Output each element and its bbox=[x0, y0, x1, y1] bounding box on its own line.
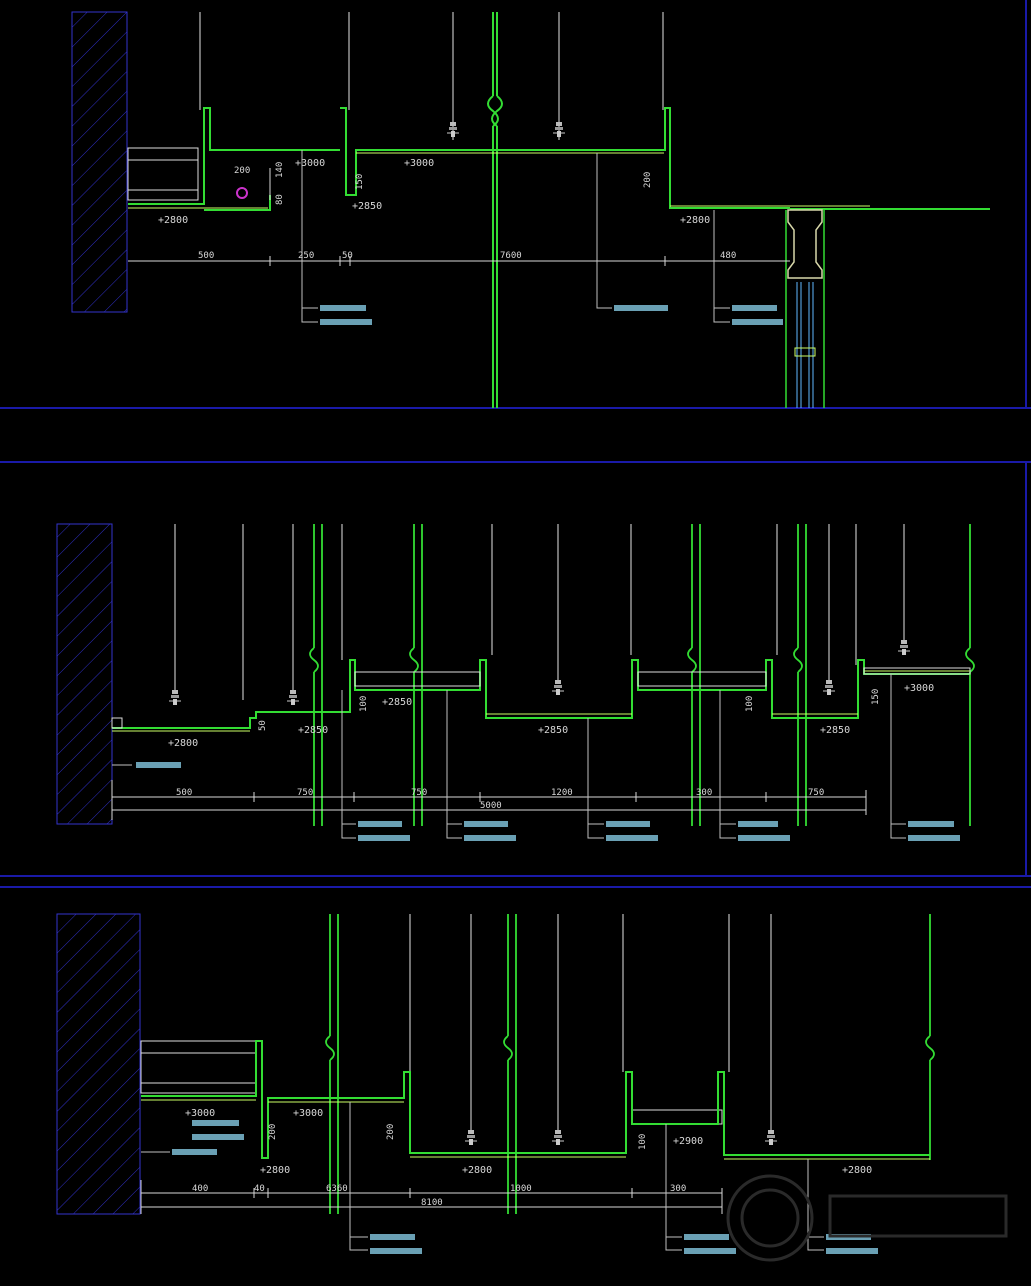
level-label: +2800 bbox=[462, 1165, 492, 1176]
level-label: +3000 bbox=[295, 158, 325, 169]
dim-text: 1200 bbox=[551, 788, 573, 798]
dim-text: 480 bbox=[720, 251, 736, 261]
dim-text: 7600 bbox=[500, 251, 522, 261]
dim-text: 250 bbox=[298, 251, 314, 261]
level-label: +3000 bbox=[293, 1108, 323, 1119]
tag-bars bbox=[320, 305, 783, 325]
level-label: +3000 bbox=[185, 1108, 215, 1119]
wall-hatch bbox=[71, 11, 128, 313]
dim-text: 1000 bbox=[510, 1184, 532, 1194]
level-label: +2800 bbox=[260, 1165, 290, 1176]
level-label: +2900 bbox=[673, 1136, 703, 1147]
dim-text: 750 bbox=[297, 788, 313, 798]
dim-total: 5000 bbox=[480, 801, 502, 811]
small-dim: 50 bbox=[258, 720, 268, 731]
small-dim: 200 bbox=[643, 172, 653, 188]
dim-total: 8100 bbox=[421, 1198, 443, 1208]
level-label: +2850 bbox=[352, 201, 382, 212]
dim-text: 400 bbox=[192, 1184, 208, 1194]
level-label: +2800 bbox=[842, 1165, 872, 1176]
dim-text: 750 bbox=[808, 788, 824, 798]
level-label: +2850 bbox=[298, 725, 328, 736]
level-label: +3000 bbox=[404, 158, 434, 169]
dim-text: 500 bbox=[176, 788, 192, 798]
level-label: +2850 bbox=[538, 725, 568, 736]
tag-bars bbox=[136, 762, 960, 841]
small-dim: 140 bbox=[275, 162, 285, 178]
level-label: +2850 bbox=[382, 697, 412, 708]
level-label: +3000 bbox=[904, 683, 934, 694]
section-1: 500 250 50 7600 480 +2800 +3000 +3000 +2… bbox=[71, 11, 990, 408]
watermark-logo-icon bbox=[726, 1174, 1008, 1262]
level-label: +2850 bbox=[820, 725, 850, 736]
small-dim: 150 bbox=[355, 174, 365, 190]
level-label: +2800 bbox=[158, 215, 188, 226]
small-dim: 80 bbox=[275, 194, 285, 205]
dim-text: 750 bbox=[411, 788, 427, 798]
small-dim: 150 bbox=[871, 689, 881, 705]
dim-text: 500 bbox=[198, 251, 214, 261]
dim-text: 6360 bbox=[326, 1184, 348, 1194]
light-fixture-icon bbox=[236, 187, 248, 199]
dim-text: 40 bbox=[254, 1184, 265, 1194]
small-dim: 200 bbox=[386, 1124, 396, 1140]
section-3: 400 40 6360 1000 300 8100 +3000 +3000 +2… bbox=[56, 913, 1008, 1262]
small-dim: 100 bbox=[745, 696, 755, 712]
wall-hatch bbox=[56, 523, 113, 825]
level-label: +2800 bbox=[680, 215, 710, 226]
small-dim: 200 bbox=[268, 1124, 278, 1140]
small-dim: 100 bbox=[638, 1134, 648, 1150]
section-2: 500 750 750 1200 300 750 5000 +2800 +285… bbox=[56, 523, 975, 841]
dim-text: 300 bbox=[670, 1184, 686, 1194]
dim-text: 300 bbox=[696, 788, 712, 798]
small-dim: 200 bbox=[234, 166, 250, 176]
dim-text: 50 bbox=[342, 251, 353, 261]
level-label: +2800 bbox=[168, 738, 198, 749]
small-dim: 100 bbox=[359, 696, 369, 712]
wall-hatch bbox=[56, 913, 141, 1215]
panel-borders bbox=[0, 0, 1031, 888]
